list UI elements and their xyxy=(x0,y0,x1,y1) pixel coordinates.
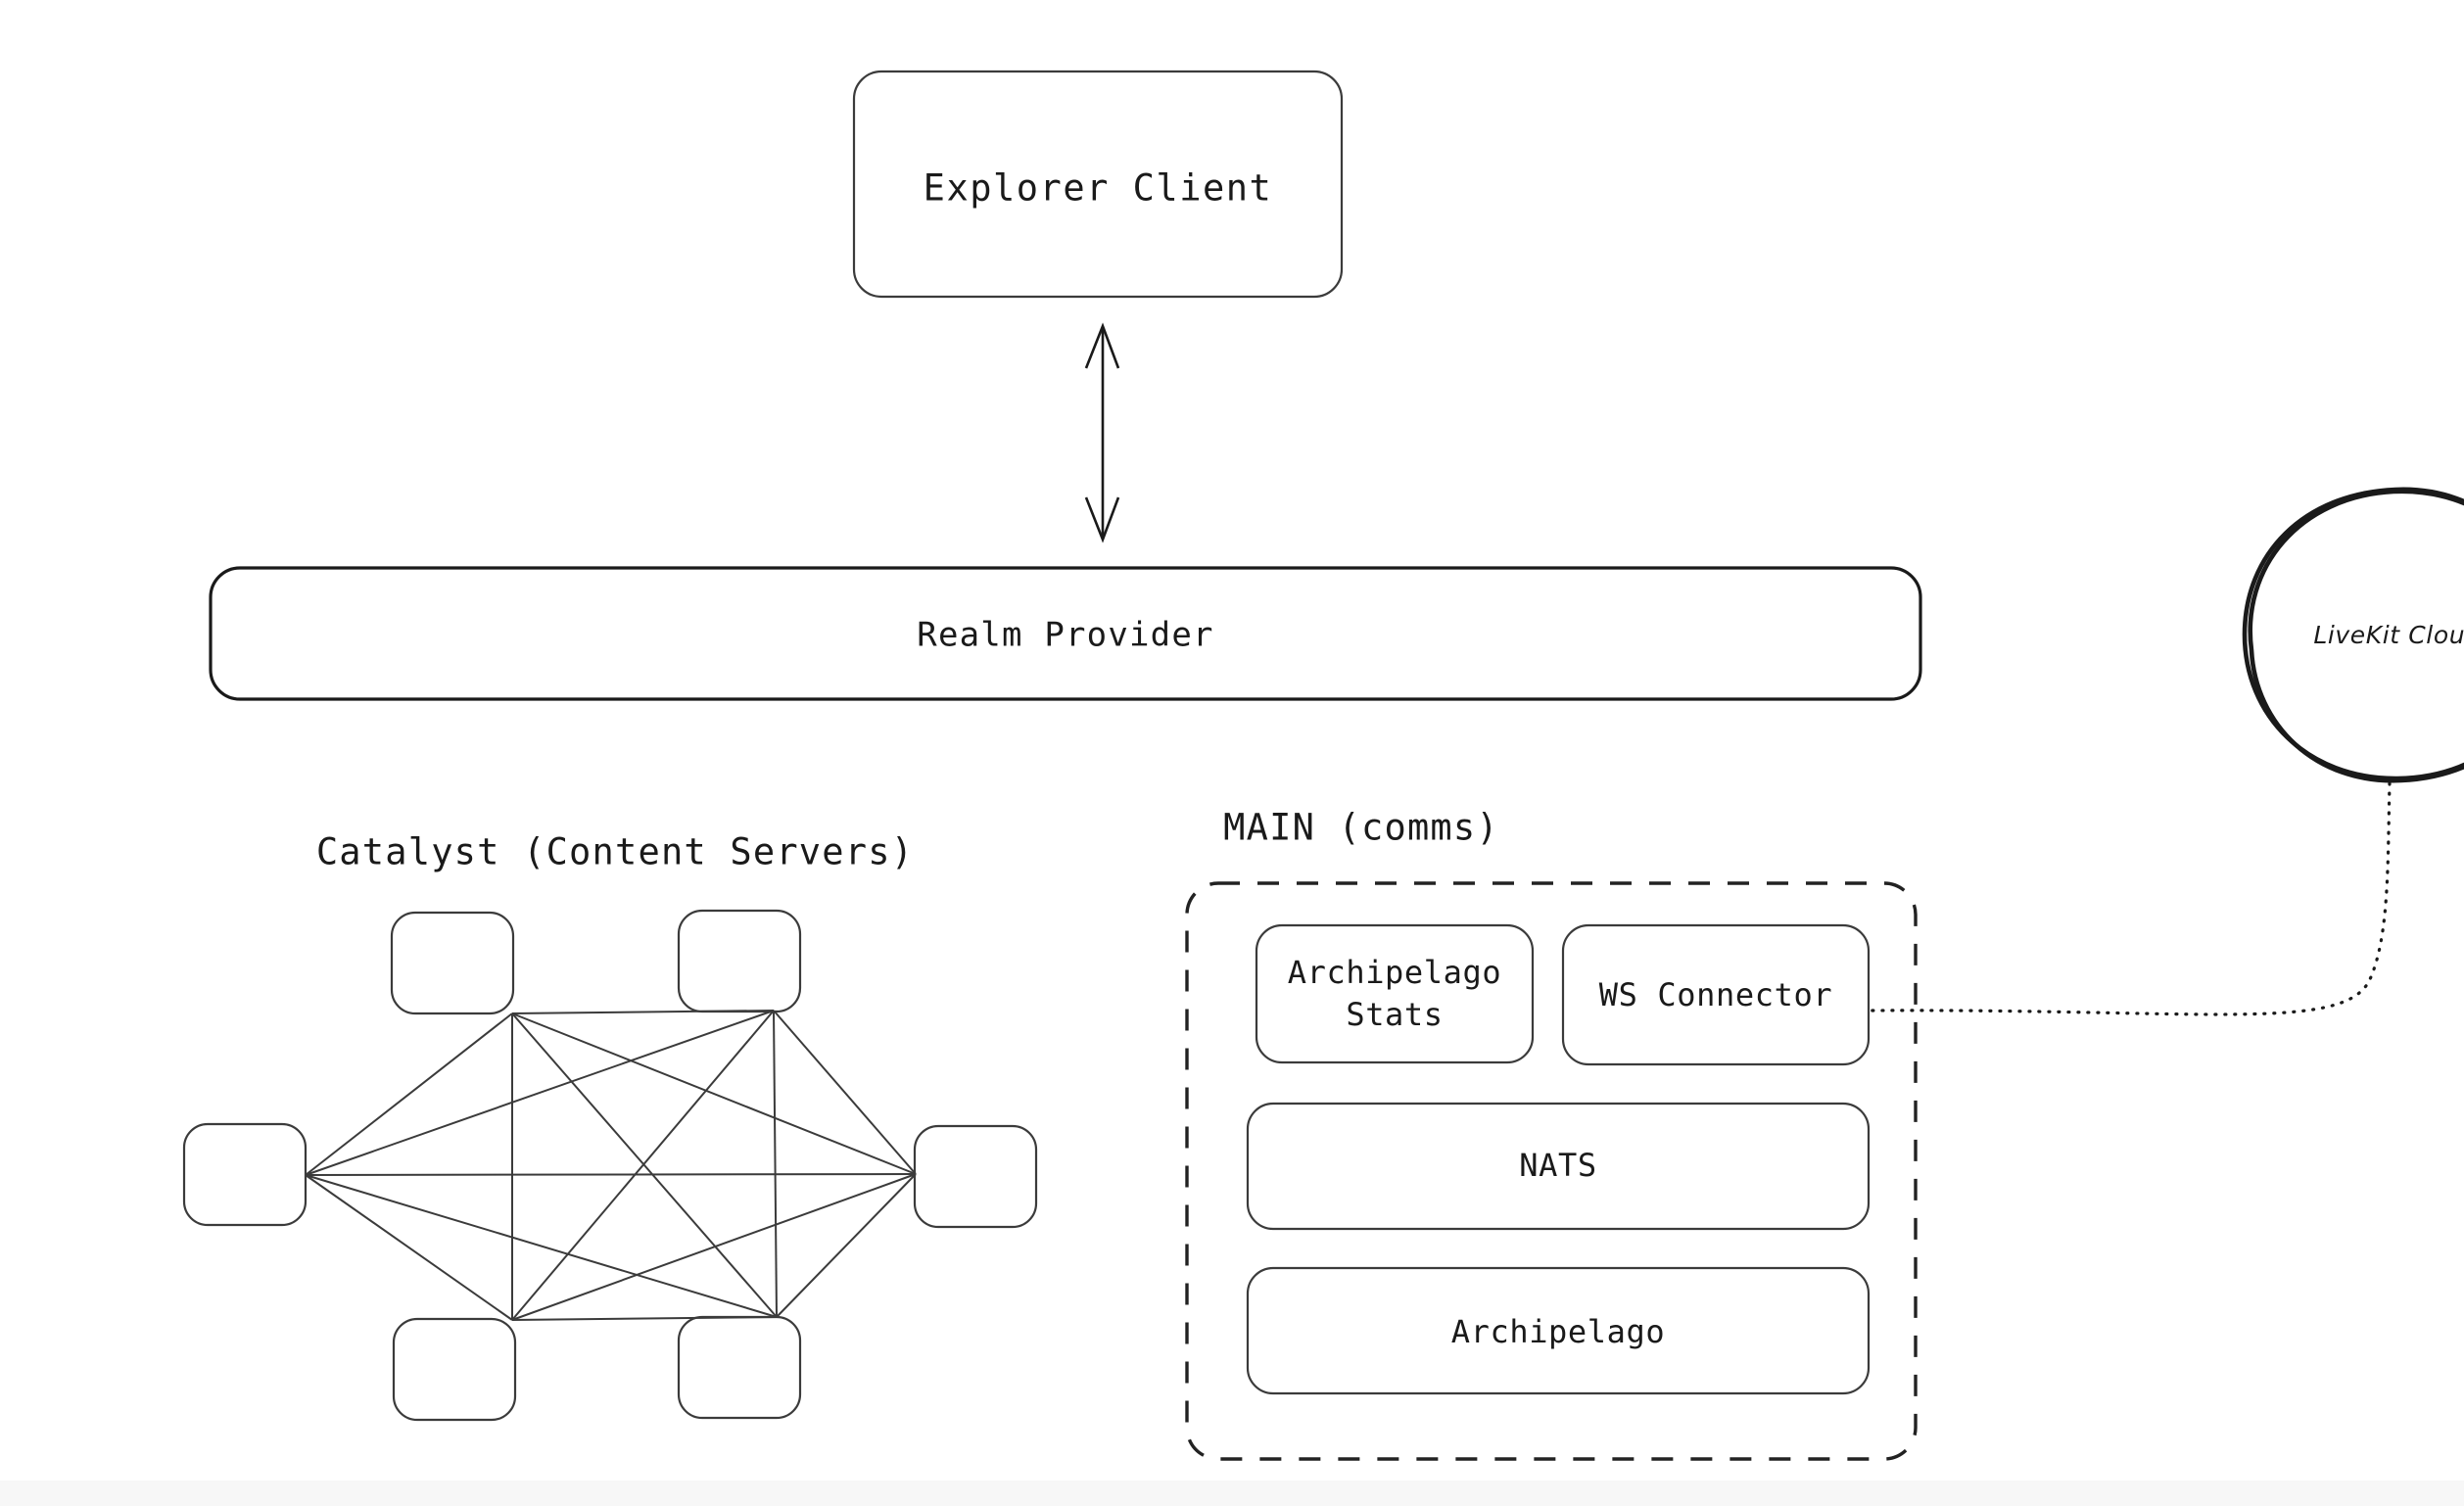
realm-provider-label: Realm Provider xyxy=(917,616,1213,655)
catalyst-title: Catalyst (Content Servers) xyxy=(316,831,914,873)
archipelago-stats-label-line2: Stats xyxy=(1346,996,1443,1033)
realm-provider-box[interactable] xyxy=(209,566,1922,701)
catalyst-node-3[interactable] xyxy=(913,1124,1038,1229)
node-archipelago[interactable]: Archipelago xyxy=(1246,1266,1871,1395)
section-main-comms: MAIN (comms) Archipelago Stats WS Connec… xyxy=(1185,807,1918,1461)
catalyst-node-6[interactable] xyxy=(182,1122,308,1227)
node-realm-provider[interactable]: Realm Provider xyxy=(209,566,1922,701)
connector-explorer-to-realm xyxy=(1084,322,1120,543)
catalyst-node-4[interactable] xyxy=(677,1315,802,1420)
main-comms-title: MAIN (comms) xyxy=(1223,807,1499,849)
main-comms-container xyxy=(1185,881,1918,1461)
node-livekit-cloud[interactable]: LiveKit Cloud xyxy=(2242,487,2464,783)
node-explorer-client[interactable]: Explorer Client xyxy=(852,70,1344,299)
explorer-client-label: Explorer Client xyxy=(924,167,1273,210)
nats-box[interactable] xyxy=(1246,1102,1871,1231)
archipelago-box[interactable] xyxy=(1246,1266,1871,1395)
bottom-band xyxy=(0,1481,2464,1506)
node-nats[interactable]: NATS xyxy=(1246,1102,1871,1231)
archipelago-label: Archipelago xyxy=(1451,1313,1666,1350)
livekit-circle-inner xyxy=(2248,489,2464,783)
node-ws-connector[interactable]: WS Connector xyxy=(1561,923,1871,1066)
ws-connector-label: WS Connector xyxy=(1599,976,1832,1013)
nats-label: NATS xyxy=(1519,1147,1596,1184)
catalyst-node-2[interactable] xyxy=(677,909,802,1013)
catalyst-mesh-links xyxy=(305,1010,917,1321)
livekit-cloud-label: LiveKit Cloud xyxy=(2313,621,2464,649)
archipelago-stats-label-line1: Archipelago xyxy=(1288,954,1502,991)
ws-connector-box[interactable] xyxy=(1561,923,1871,1066)
catalyst-node-5[interactable] xyxy=(392,1317,517,1422)
node-archipelago-stats[interactable]: Archipelago Stats xyxy=(1255,923,1535,1064)
catalyst-node-1[interactable] xyxy=(390,911,515,1015)
connector-livekit-to-ws xyxy=(1869,781,2392,1016)
explorer-client-box[interactable] xyxy=(852,70,1344,299)
archipelago-stats-box[interactable] xyxy=(1255,923,1535,1064)
section-catalyst: Catalyst (Content Servers) xyxy=(182,831,1038,1422)
